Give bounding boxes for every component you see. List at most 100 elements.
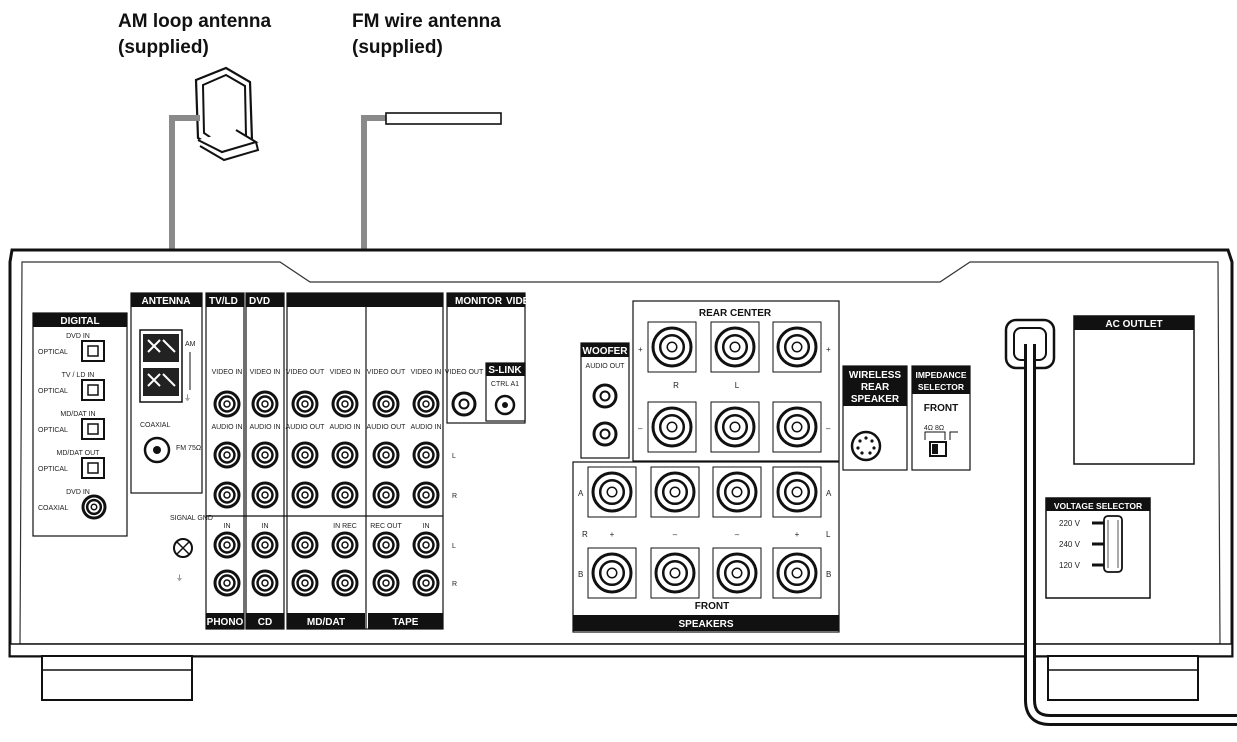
fm-antenna-tip: [385, 112, 502, 125]
audio-jack-r[interactable]: [412, 481, 440, 509]
video-jack[interactable]: [412, 390, 440, 418]
audio-jack-l[interactable]: [251, 441, 279, 469]
video-jack[interactable]: [372, 390, 400, 418]
monitor-header-bar: [447, 293, 525, 307]
right-foot: [1047, 655, 1199, 701]
am-label: AM: [185, 341, 196, 348]
bottom-group-header: PHONO: [207, 617, 244, 628]
rear-center-terminal-plus[interactable]: [714, 326, 756, 368]
bottom-group-header-bar: [206, 613, 244, 629]
digital-row-title: DVD IN: [66, 333, 90, 340]
lower-audio-jack-l[interactable]: [412, 531, 440, 559]
front-plus-1: +: [610, 530, 615, 539]
ac-outlet-header: AC OUTLET: [1105, 319, 1162, 330]
lower-jack-label: REC OUT: [370, 523, 402, 530]
channel-label-r-upper: R: [452, 493, 457, 500]
input-group-header: DVD: [249, 296, 270, 307]
digital-row-title: TV / LD IN: [62, 372, 95, 379]
input-group-header-bar: [287, 293, 443, 307]
front-terminal-b[interactable]: [716, 552, 758, 594]
video-jack[interactable]: [291, 390, 319, 418]
rear-minus-right: –: [826, 424, 831, 433]
lower-audio-jack-r[interactable]: [412, 569, 440, 597]
antenna-header: ANTENNA: [142, 296, 191, 307]
voltage-selector-header: VOLTAGE SELECTOR: [1054, 501, 1142, 511]
digital-row-title: DVD IN: [66, 489, 90, 496]
front-terminal-a[interactable]: [776, 471, 818, 513]
impedance-switch-label: 4Ω 8Ω: [924, 425, 944, 432]
video-jack-label: VIDEO IN: [330, 369, 361, 376]
lower-jack-label: IN REC: [333, 523, 357, 530]
audio-jack-l[interactable]: [331, 441, 359, 469]
audio-jack-r[interactable]: [331, 481, 359, 509]
fm-antenna-subtitle: (supplied): [352, 37, 443, 58]
woofer-audio-out-label: AUDIO OUT: [586, 363, 626, 370]
am-terminal-top[interactable]: [143, 334, 179, 362]
rear-center-terminal-minus[interactable]: [651, 406, 693, 448]
audio-jack-r[interactable]: [372, 481, 400, 509]
am-terminal-bottom[interactable]: [143, 368, 179, 396]
audio-jack-l[interactable]: [213, 441, 241, 469]
lower-audio-jack-r[interactable]: [251, 569, 279, 597]
audio-jack-l[interactable]: [372, 441, 400, 469]
lower-audio-jack-r[interactable]: [372, 569, 400, 597]
lower-audio-jack-l[interactable]: [251, 531, 279, 559]
rear-center-terminal-plus[interactable]: [651, 326, 693, 368]
voltage-selector-panel: [1045, 497, 1151, 599]
digital-row-title: MD/DAT OUT: [57, 450, 101, 457]
am-loop-antenna-icon: [194, 66, 260, 162]
voltage-option-1: 220 V: [1059, 519, 1081, 528]
rear-center-terminal-minus[interactable]: [714, 406, 756, 448]
ac-outlet-header-bar: [1074, 316, 1194, 330]
bottom-group-header: CD: [258, 617, 272, 628]
chassis-left-rail: [9, 643, 1233, 657]
digital-row-title: MD/DAT IN: [60, 411, 95, 418]
digital-row-label: OPTICAL: [38, 388, 68, 395]
video-jack-label: VIDEO IN: [411, 369, 442, 376]
front-terminal-b[interactable]: [591, 552, 633, 594]
optical-port[interactable]: [81, 340, 105, 362]
front-a-left: A: [578, 489, 584, 498]
audio-jack-r[interactable]: [251, 481, 279, 509]
video-jack[interactable]: [331, 390, 359, 418]
digital-coaxial-jack[interactable]: [81, 494, 107, 520]
front-terminal-b[interactable]: [776, 552, 818, 594]
rear-center-terminal-plus[interactable]: [776, 326, 818, 368]
signal-gnd-label: SIGNAL GND: [170, 515, 213, 522]
audio-jack-r[interactable]: [291, 481, 319, 509]
audio-jack-l[interactable]: [291, 441, 319, 469]
s-link-ctrl-label: CTRL A1: [491, 381, 519, 388]
channel-label-l-upper: L: [452, 453, 456, 460]
optical-port[interactable]: [81, 418, 105, 440]
audio-jack-r[interactable]: [213, 481, 241, 509]
rear-center-terminal-minus[interactable]: [776, 406, 818, 448]
lower-audio-jack-r[interactable]: [291, 569, 319, 597]
video-jack[interactable]: [213, 390, 241, 418]
lower-audio-jack-r[interactable]: [213, 569, 241, 597]
front-terminal-a[interactable]: [716, 471, 758, 513]
lower-audio-jack-l[interactable]: [372, 531, 400, 559]
optical-port[interactable]: [81, 457, 105, 479]
fm-75-label: FM 75Ω: [176, 445, 201, 452]
lower-audio-jack-l[interactable]: [291, 531, 319, 559]
front-terminal-a[interactable]: [654, 471, 696, 513]
audio-jack-label: AUDIO IN: [329, 424, 360, 431]
wireless-speaker-jack[interactable]: [850, 430, 882, 462]
video-jack-label: VIDEO OUT: [367, 369, 406, 376]
bottom-group-header: TAPE: [393, 617, 419, 628]
voltage-selector-header-bar: [1046, 498, 1150, 511]
voltage-selector-switch[interactable]: [1103, 515, 1123, 573]
lower-audio-jack-r[interactable]: [331, 569, 359, 597]
antenna-header-bar: [131, 293, 202, 307]
lower-audio-jack-l[interactable]: [213, 531, 241, 559]
digital-panel: [32, 312, 128, 537]
lower-audio-jack-l[interactable]: [331, 531, 359, 559]
front-terminal-a[interactable]: [591, 471, 633, 513]
optical-port[interactable]: [81, 379, 105, 401]
audio-jack-l[interactable]: [412, 441, 440, 469]
rear-center-header: REAR CENTER: [699, 308, 772, 319]
video-jack[interactable]: [251, 390, 279, 418]
front-terminal-b[interactable]: [654, 552, 696, 594]
left-foot-base: [41, 669, 193, 701]
audio-jack-label: AUDIO IN: [410, 424, 441, 431]
